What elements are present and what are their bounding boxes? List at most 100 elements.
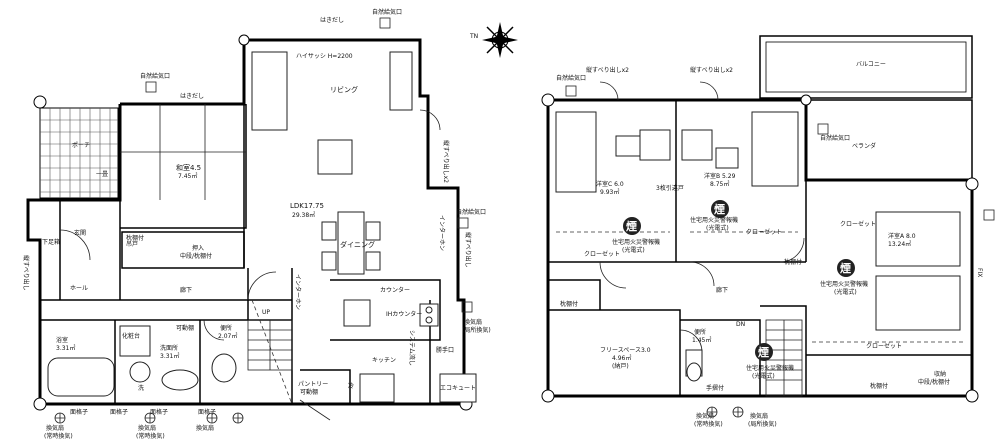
label-tatesuberi-b: 縦すべり出しx2 (690, 66, 733, 74)
room-label-genkan: 玄関 (74, 229, 86, 237)
room-label-toilet: 便所 (220, 324, 232, 332)
first-floor-labels: LDK17.75 29.38㎡ リビング ダイニング キッチン 和室4.5 7.… (22, 8, 491, 440)
label-dressing: 化粧台 (122, 332, 140, 340)
label-pantry-sub: 可動棚 (300, 388, 318, 396)
label-fridge: 冷 (348, 382, 354, 390)
compass-label: TN (469, 33, 478, 40)
label-closet-2: クローゼット (746, 228, 782, 236)
label-natural-vent-b: 自然給気口 (820, 134, 850, 142)
label-movable-shelf: 可動棚 (176, 324, 194, 332)
label-alarm-1-sub: (光電式) (622, 246, 645, 254)
compass: TN (469, 22, 518, 58)
label-storage-sub: 中段/枕棚付 (918, 378, 950, 386)
porch-tiles (39, 107, 119, 199)
label-closet-4: クローゼット (866, 342, 902, 350)
label-oshiire-sub: 中段/枕棚付 (180, 252, 212, 260)
room-label-kitchen: キッチン (372, 357, 396, 364)
label-sink: システム流し (408, 330, 416, 366)
label-shelf-a: 枕棚付 (784, 258, 802, 266)
first-floor-doors (59, 109, 441, 421)
label-vent-a-sub: (常時換気) (44, 432, 73, 440)
label-vent-b: 換気扇 (138, 424, 156, 432)
room-area-washroom: 3.31㎡ (160, 352, 179, 360)
label-washer: 洗 (138, 384, 144, 392)
smoke-detector-icon-2: 煙 (714, 202, 725, 216)
label-interphone-2: インターホン (438, 215, 446, 251)
first-floor-plan: LDK17.75 29.38㎡ リビング ダイニング キッチン 和室4.5 7.… (22, 8, 491, 440)
room-area-western-a: 13.24㎡ (888, 240, 911, 248)
label-shelf-c: 枕棚付 (870, 382, 888, 390)
room-label-western-c: 洋室C 6.0 (596, 180, 624, 188)
second-floor-columns (541, 93, 979, 403)
room-area-western-b: 8.75㎡ (710, 180, 729, 188)
room-label-washroom: 洗面所 (160, 344, 178, 352)
room-note-free-space: (納戸) (612, 362, 629, 370)
label-handrail: 手摺付 (706, 384, 724, 392)
label-tatesuberi-1: 縦すべり出しx2 (442, 140, 450, 183)
label-tatesuberi-a: 縦すべり出しx2 (586, 66, 629, 74)
label-counter: カウンター (380, 286, 410, 294)
label-pantry: パントリー (298, 381, 328, 388)
label-natural-vent-1: 自然給気口 (372, 8, 402, 16)
label-alarm-4: 住宅用火災警報機 (746, 364, 794, 372)
balcony-outline (759, 35, 973, 99)
room-area-ldk: 29.38㎡ (292, 211, 315, 219)
label-alarm-3-sub: (光電式) (834, 288, 857, 296)
label-natural-vent-2: 自然給気口 (140, 72, 170, 80)
label-vent-a: 換気扇 (46, 424, 64, 432)
label-alarm-2: 住宅用火災警報機 (690, 216, 738, 224)
room-label-free-space: フリースペース3.0 (600, 347, 651, 354)
first-floor-columns (33, 34, 473, 411)
second-floor-vent-symbols (565, 85, 995, 418)
label-tatesuberi-3: 縦すべり出し (22, 255, 30, 291)
label-shelf-top: 吊戸 (126, 241, 138, 248)
label-shelf: 枕棚付 (126, 234, 144, 242)
label-koushi-1: 面格子 (70, 408, 88, 416)
label-hakidashi-1: はきだし (320, 17, 344, 24)
room-label-dining: ダイニング (340, 240, 375, 249)
label-alarm-3: 住宅用火災警報機 (820, 280, 868, 288)
room-label-roka-2: 廊下 (716, 286, 728, 294)
room-area-washitsu: 7.45㎡ (178, 172, 197, 180)
label-tatesuberi-2: 縦すべり出し (464, 232, 472, 268)
label-closet-3: クローゼット (840, 220, 876, 228)
room-label-living: リビング (330, 85, 358, 94)
room-label-hall: ホール (70, 285, 88, 292)
room-label-roka: 廊下 (180, 286, 192, 294)
room-label-western-b: 洋室B 5.29 (704, 172, 736, 180)
label-vent-c: 換気扇 (196, 424, 214, 432)
first-floor-furniture (47, 51, 477, 403)
room-label-porch: ポーチ (72, 141, 90, 149)
label-hakidashi-2: はきだし (180, 93, 204, 100)
room-label-veranda: ベランダ (852, 142, 876, 150)
room-label-washitsu: 和室4.5 (176, 163, 201, 172)
room-area-bath: 3.31㎡ (56, 344, 75, 352)
label-shelf-b: 枕棚付 (560, 300, 578, 308)
label-vent-b-sub: (常時換気) (136, 432, 165, 440)
second-floor-labels: 洋室C 6.0 9.93㎡ 洋室B 5.29 8.75㎡ 洋室A 8.0 13.… (556, 61, 983, 428)
label-alarm-2-sub: (光電式) (706, 224, 729, 232)
room-label-western-a: 洋室A 8.0 (888, 232, 916, 240)
label-vent-e: 換気扇 (696, 412, 714, 420)
room-label-ldk: LDK17.75 (290, 202, 324, 210)
label-koushi-4: 面格子 (198, 408, 216, 416)
first-floor-vent-symbols (54, 17, 473, 424)
label-vent-d: 換気扇 (464, 318, 482, 326)
label-koushi-2: 面格子 (110, 408, 128, 416)
label-shoe-box: 下足箱 (42, 238, 60, 246)
room-area-toilet-2: 1.45㎡ (692, 336, 711, 344)
label-highsash: ハイサッシ H=2200 (296, 53, 353, 60)
label-natural-vent-a: 自然給気口 (556, 74, 586, 82)
label-vent-f: 換気扇 (750, 412, 768, 420)
smoke-detector-icon-1: 煙 (626, 219, 637, 233)
label-alarm-1: 住宅用火災警報機 (612, 238, 660, 246)
label-back-door: 勝手口 (436, 346, 454, 354)
label-vent-e-sub: (常時換気) (694, 420, 723, 428)
smoke-detector-icon-3: 煙 (840, 261, 851, 275)
label-alarm-4-sub: (光電式) (752, 372, 775, 380)
label-fix: FIX (976, 268, 983, 277)
second-floor-doors (556, 81, 966, 353)
label-storage: 収納 (934, 370, 946, 378)
label-closet-1: クローゼット (584, 250, 620, 258)
